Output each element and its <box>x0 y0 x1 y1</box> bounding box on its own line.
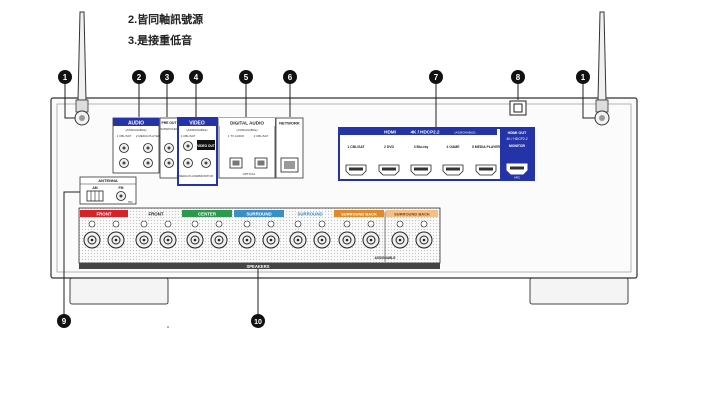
left-wireless-antenna <box>74 11 90 126</box>
hdmi-out-monitor: MONITOR <box>509 144 525 148</box>
speakers-label: SPEAKERS <box>246 264 269 269</box>
hdmi-input-5-label: 5 MEDIA PLAYER <box>472 145 501 149</box>
antenna-section: ANTENNA AM FM 75Ω <box>79 176 137 205</box>
speaker-group-front-l: FRONT <box>148 212 163 217</box>
hdmi-input-1-label: 1 CBL/SAT <box>347 145 365 149</box>
pre-out-label: PRE OUT <box>161 121 177 125</box>
speaker-group-surround-back-l: SURROUND BACK <box>394 212 430 217</box>
audio-input-1: 1 CBL/SAT <box>117 134 132 138</box>
callout-9-label: 9 <box>62 317 67 326</box>
antenna-label: ANTENNA <box>98 178 118 183</box>
network-label: NETWORK <box>279 121 300 126</box>
subwoofer-label: SUBWOOFER <box>160 127 177 131</box>
callout-8-label: 8 <box>516 73 521 82</box>
video-label: VIDEO <box>189 121 205 127</box>
video-input-2: 2 MEDIA PLAYER <box>177 174 200 178</box>
left-foot <box>69 277 169 305</box>
digital-assignable: (ASSIGNABLE) <box>236 128 257 132</box>
hdmi-input-4-label: 4 GAME <box>447 145 461 149</box>
callout-7-label: 7 <box>434 73 439 82</box>
audio-label: AUDIO <box>128 121 144 127</box>
hdmi-in-section: HDMI 4K / HDCP2.2 (ASSIGNABLE) 1 CBL/SAT… <box>338 127 535 181</box>
callout-5-label: 5 <box>244 73 249 82</box>
callout-1-left-label: 1 <box>63 73 68 82</box>
right-foot <box>529 277 629 305</box>
callout-6-label: 6 <box>288 73 293 82</box>
network-section: NETWORK <box>275 117 304 179</box>
speaker-group-center: CENTER <box>198 212 217 217</box>
hdmi-label: HDMI <box>384 130 396 135</box>
callout-1-right <box>576 70 590 84</box>
am-label: AM <box>92 186 97 190</box>
hdmi-input-2-label: 2 DVD <box>384 145 395 149</box>
right-wireless-antenna <box>594 11 610 126</box>
heading-subwoofer-note: 3.是接重低音 <box>128 35 193 47</box>
callout-4 <box>189 70 203 84</box>
video-out-label: VIDEO OUT <box>197 144 215 148</box>
callout-3-label: 3 <box>165 73 170 82</box>
callout-5 <box>239 70 253 84</box>
callout-7 <box>429 70 443 84</box>
callout-10 <box>251 314 265 328</box>
speaker-group-surround-back-r: SURROUND BACK <box>341 212 377 217</box>
callout-1-left <box>58 70 72 84</box>
hdmi-assignable: (ASSIGNABLE) <box>454 131 475 135</box>
callout-1-right-label: 1 <box>581 73 586 82</box>
speakers-section: SPEAKERS FRONT FRONT CENTER SURROUND SUR… <box>78 207 441 269</box>
video-section: VIDEO (ASSIGNABLE) 1 CBL/SAT 2 MEDIA PLA… <box>177 117 218 186</box>
speaker-group-surround-l: SURROUND <box>297 212 322 217</box>
callout-10-label: 10 <box>254 319 262 326</box>
speaker-group-surround-r: SURROUND <box>246 212 271 217</box>
callout-3 <box>160 70 174 84</box>
video-assignable: (ASSIGNABLE) <box>186 128 207 132</box>
audio-in-section: AUDIO (ASSIGNABLE) 1 CBL/SAT 2 MEDIA PLA… <box>112 117 161 174</box>
digital-input-2: 2 CBL/SAT <box>254 134 269 138</box>
fm-ohm: 75Ω <box>128 200 133 204</box>
audio-assignable: (ASSIGNABLE) <box>125 128 146 132</box>
stray-mark <box>167 326 169 328</box>
optical-label: OPTICAL <box>243 172 256 176</box>
hdmi-out-sub: 4K / HDCP2.2 <box>506 137 527 141</box>
video-input-1: 1 CBL/SAT <box>181 134 196 138</box>
heading-coaxial-note: 2.皆同軸訊號源 <box>128 14 204 26</box>
hdmi-input-3-label: 3 Blu-ray <box>414 145 429 149</box>
audio-input-2: 2 MEDIA PLAYER <box>136 134 161 138</box>
callout-2-label: 2 <box>137 73 142 82</box>
hdmi-sub: 4K / HDCP2.2 <box>410 130 440 135</box>
callout-8 <box>511 70 525 84</box>
fm-label: FM <box>119 186 124 190</box>
pre-out-section: PRE OUT SUBWOOFER <box>159 117 179 179</box>
callout-2 <box>132 70 146 84</box>
callout-9 <box>57 314 71 328</box>
video-monitor-label: MONITOR <box>199 174 214 178</box>
digital-input-1: 1 TV AUDIO <box>228 134 245 138</box>
digital-audio-section: DIGITAL AUDIO (ASSIGNABLE) 1 TV AUDIO 2 … <box>218 117 276 179</box>
digital-audio-label: DIGITAL AUDIO <box>230 121 264 126</box>
callout-6 <box>283 70 297 84</box>
hdmi-out-arc: ARC <box>514 176 521 180</box>
speaker-group-front-r: FRONT <box>96 212 111 217</box>
hdmi-out-label: HDMI OUT <box>508 131 527 135</box>
usb-connector <box>509 100 527 116</box>
callout-4-label: 4 <box>194 73 199 82</box>
